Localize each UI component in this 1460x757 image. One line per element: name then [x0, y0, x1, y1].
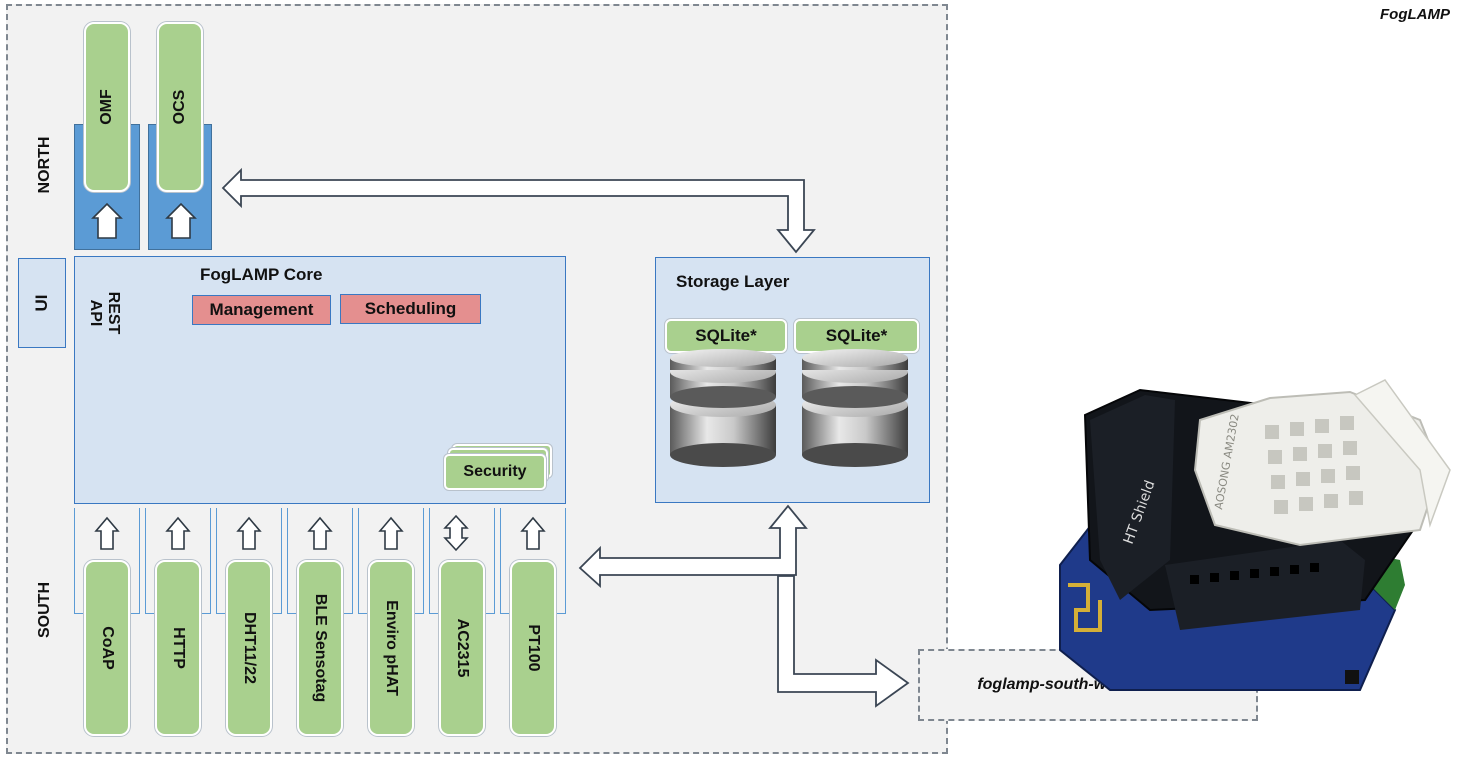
south-up-arrow-1: [94, 516, 120, 550]
south-up-arrow-4: [307, 516, 333, 550]
management-tag[interactable]: Management: [192, 295, 331, 325]
ui-box[interactable]: UI: [18, 258, 66, 348]
south-up-arrow-3: [236, 516, 262, 550]
south-plugin-http[interactable]: HTTP: [155, 560, 201, 736]
north-up-arrow-2: [165, 202, 197, 239]
south-plugin-ble[interactable]: BLE Sensotag: [297, 560, 343, 736]
north-storage-arrow: [221, 167, 816, 254]
south-updown-arrow-6: [443, 514, 469, 552]
database-cylinder-1: [670, 349, 776, 467]
south-up-arrow-5: [378, 516, 404, 550]
scheduling-tag[interactable]: Scheduling: [340, 294, 481, 324]
security-card[interactable]: Security: [444, 454, 546, 490]
device-arrow: [777, 575, 910, 708]
storage-south-arrow: [578, 504, 808, 589]
storage-title: Storage Layer: [676, 272, 790, 291]
storage-engine-2[interactable]: SQLite*: [794, 319, 919, 353]
north-plugin-omf[interactable]: OMF: [84, 22, 130, 192]
south-plugin-ac2315[interactable]: AC2315: [439, 560, 485, 736]
south-plugin-pt100[interactable]: PT100: [510, 560, 556, 736]
device-photo: HT Shield AOSONG AM2302: [1059, 379, 1451, 691]
south-plugin-dht[interactable]: DHT11/22: [226, 560, 272, 736]
south-up-arrow-2: [165, 516, 191, 550]
south-up-arrow-7: [520, 516, 546, 550]
north-plugin-ocs[interactable]: OCS: [157, 22, 203, 192]
frame-title: FogLAMP: [1380, 6, 1450, 23]
north-up-arrow-1: [91, 202, 123, 239]
core-title: FogLAMP Core: [200, 265, 323, 284]
south-plugin-enviro[interactable]: Enviro pHAT: [368, 560, 414, 736]
database-cylinder-2: [802, 349, 908, 467]
south-plugin-coap[interactable]: CoAP: [84, 560, 130, 736]
